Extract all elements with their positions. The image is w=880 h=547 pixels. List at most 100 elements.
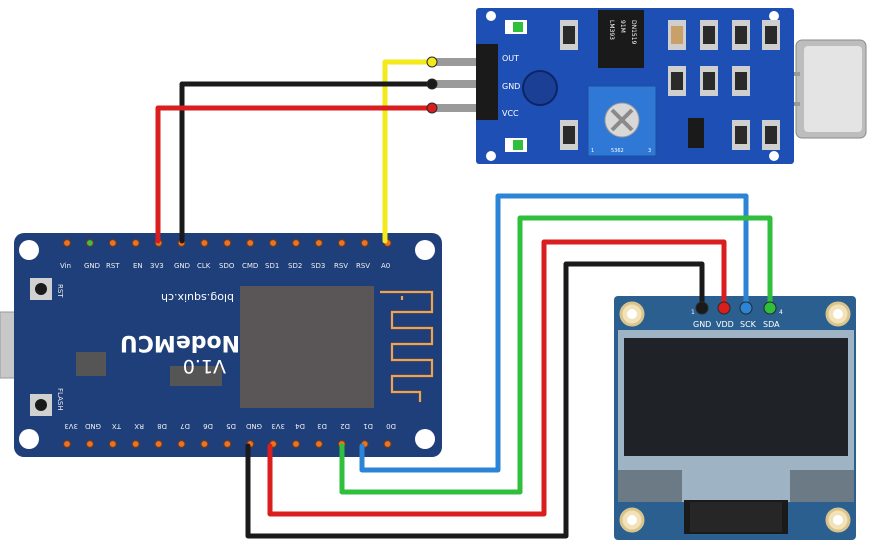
bottom-pin-d3-11[interactable] <box>315 440 323 448</box>
pin-label-clk: CLK <box>197 262 211 270</box>
resistor-11-body <box>765 126 777 144</box>
bottom-pin-labels: 3V3 GND TX RX D8 D7 D6 D5 GND 3V3 D4 D3 … <box>64 422 396 430</box>
top-pin-clk-6[interactable] <box>200 239 209 247</box>
nodemcu-hole-br <box>415 429 435 449</box>
sensor-pin-out-label: OUT <box>502 54 519 63</box>
bottom-pin-gnd-1[interactable] <box>86 440 94 448</box>
pin-label-b-3v3-1: 3V3 <box>64 422 78 430</box>
led-top-lens <box>513 22 523 32</box>
flash-button-cap[interactable] <box>35 399 47 411</box>
rst-button-cap[interactable] <box>35 283 47 295</box>
nodemcu-hole-tl <box>19 240 39 260</box>
top-pin-gnd-1[interactable] <box>86 239 94 247</box>
sound-sensor-module: OUT GND VCC LM393 91M DN1519 <box>476 8 867 164</box>
top-pin-sd2-10[interactable] <box>292 239 300 247</box>
sensor-pin-gnd-label: GND <box>502 82 520 91</box>
wire-gnd-to-oled-gnd[interactable] <box>245 261 705 539</box>
oled-hole-tr-inner <box>833 309 843 319</box>
pin-label-sd2: SD2 <box>288 262 302 270</box>
oled-pin-label-sck: SCK <box>740 320 757 329</box>
wire-d1-to-sck[interactable] <box>359 193 749 473</box>
wire-end-out <box>426 56 438 68</box>
nodemcu-hole-tr <box>415 240 435 260</box>
pin-label-d6: D6 <box>203 422 213 430</box>
top-pin-rsv-13[interactable] <box>360 239 369 247</box>
sensor-pin-header <box>476 44 498 120</box>
wire-3v3-to-vdd[interactable] <box>267 239 727 517</box>
resistor-3-body <box>703 26 715 44</box>
bottom-pin-d5-7[interactable] <box>223 440 232 448</box>
esp-shield <box>240 286 374 408</box>
wire-gnd-to-sensor-gnd[interactable] <box>179 81 435 244</box>
wire-a0-to-out[interactable] <box>382 59 435 244</box>
oled-pin-label-gnd: GND <box>693 320 711 329</box>
bottom-pin-d6-6[interactable] <box>200 440 209 448</box>
top-pin-rst-2[interactable] <box>108 239 117 247</box>
oled-pin-sda <box>763 301 777 315</box>
oled-pin-label-vdd: VDD <box>716 320 734 329</box>
pin-label-gnd-2: GND <box>174 262 190 270</box>
wire-end-sensor-gnd <box>426 78 438 90</box>
microphone-face <box>804 46 862 132</box>
top-pin-labels: Vin GND RST EN 3V3 GND CLK SDO CMD SD1 S… <box>60 262 390 270</box>
regulator-chip <box>170 366 222 386</box>
silkscreen-version: V1.0 <box>183 355 226 377</box>
pin-label-b-3v3-2: 3V3 <box>271 422 285 430</box>
top-pin-rsv-12[interactable] <box>337 239 346 247</box>
top-pin-sd1-9[interactable] <box>269 239 278 247</box>
pin-label-rsv-1: RSV <box>334 262 348 270</box>
bottom-pin-d0-14[interactable] <box>383 440 392 448</box>
pin-label-d8: D8 <box>157 422 167 430</box>
bottom-pin-d7-5[interactable] <box>177 440 186 448</box>
pin-label-d3: D3 <box>317 422 327 430</box>
wire-d2-to-sda[interactable] <box>339 215 773 495</box>
bottom-pin-rx-3[interactable] <box>131 440 140 448</box>
pin-label-gnd-1: GND <box>84 262 100 270</box>
pin-label-b-gnd-1: GND <box>85 422 101 430</box>
top-pin-cmd-8[interactable] <box>246 239 255 247</box>
potentiometer-cross-icon <box>610 108 634 132</box>
pin-label-sdo: SDO <box>219 262 235 270</box>
resistor-4-body <box>735 26 747 44</box>
bottom-pin-3v3-0[interactable] <box>63 440 71 448</box>
oled-hole-tl-inner <box>627 309 637 319</box>
top-pin-sd3-11[interactable] <box>315 239 323 247</box>
resistor-7-body <box>703 72 715 90</box>
bottom-pin-d4-10[interactable] <box>292 440 300 448</box>
pin-label-rx: RX <box>134 422 144 430</box>
resistor-9-body <box>563 126 575 144</box>
oled-pin-sck <box>739 301 753 315</box>
pin-label-en: EN <box>133 262 143 270</box>
wire-3v3-to-vcc[interactable] <box>155 105 435 244</box>
sensor-vcc-lead <box>432 104 476 112</box>
nodemcu-hole-bl <box>19 429 39 449</box>
sensor-hole-bl <box>486 151 496 161</box>
pin-label-3v3-1: 3V3 <box>150 262 164 270</box>
pin-label-d0: D0 <box>386 422 396 430</box>
bottom-pin-tx-2[interactable] <box>108 440 117 448</box>
pin-label-d4: D4 <box>295 422 305 430</box>
top-pin-vin-0[interactable] <box>63 239 71 247</box>
rst-button-label: RST <box>56 284 64 298</box>
pin-label-sd1: SD1 <box>265 262 279 270</box>
sensor-hole-br <box>769 151 779 161</box>
diode <box>688 118 704 148</box>
pin-label-d1: D1 <box>363 422 373 430</box>
silkscreen-text: V1.0 NodeMCU blog.squix.ch <box>120 291 240 377</box>
flash-button-label: FLASH <box>56 388 64 411</box>
chip-text-3: DN1519 <box>630 20 637 45</box>
oled-ribbon-inner <box>690 502 782 532</box>
oled-pin-gnd <box>695 301 709 315</box>
pin-label-d7: D7 <box>180 422 190 430</box>
wire-end-vcc <box>426 102 438 114</box>
resistor-8-body <box>735 72 747 90</box>
pot-pin-left: 1 <box>591 148 594 154</box>
top-pin-sdo-7[interactable] <box>223 239 232 247</box>
pin-label-sd3: SD3 <box>311 262 325 270</box>
silkscreen-website: blog.squix.ch <box>161 291 234 304</box>
led-bottom-lens <box>513 140 523 150</box>
oled-hole-br-inner <box>833 515 843 525</box>
oled-frame-right <box>790 470 854 502</box>
bottom-pin-d8-4[interactable] <box>154 440 163 448</box>
top-pin-en-3[interactable] <box>131 239 140 247</box>
